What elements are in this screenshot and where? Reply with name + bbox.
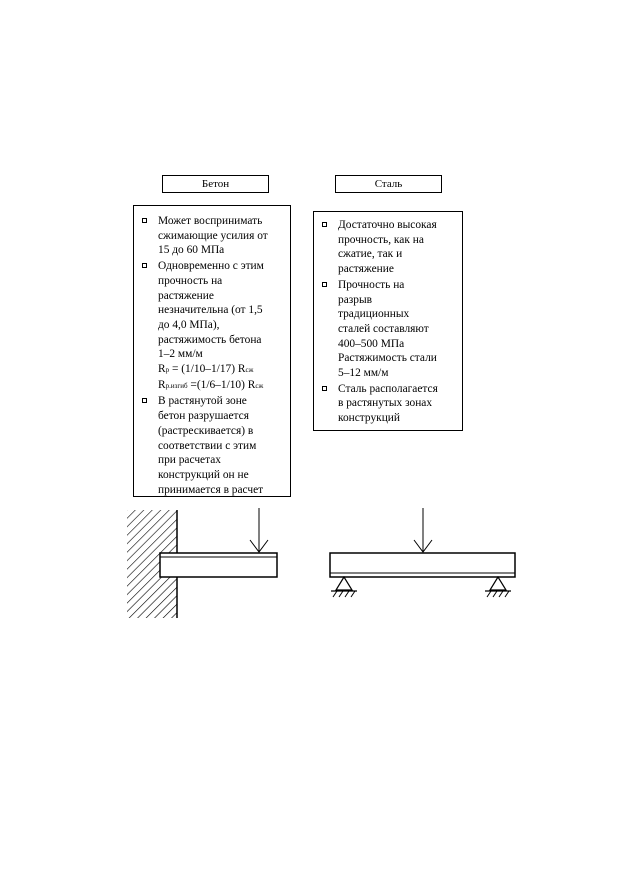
bullet-icon — [142, 218, 147, 223]
steel-item-3-line: в растянутых зонах — [338, 397, 433, 410]
concrete-item-3-line: конструкций он не — [158, 468, 249, 481]
bullet-icon — [322, 385, 327, 391]
concrete-properties-panel: Может воспринимать сжимающие усилия от 1… — [133, 205, 291, 497]
concrete-item-2: Одновременно с этим прочность на растяже… — [134, 259, 290, 393]
cantilever-beam-diagram — [127, 508, 278, 618]
steel-item-1-line: сжатие, так и — [338, 248, 403, 261]
bullet-icon — [142, 398, 147, 404]
concrete-item-2-line: 1–2 мм/м — [158, 348, 203, 361]
load-arrow-head — [413, 539, 433, 553]
concrete-item-2-line: Одновременно с этим — [158, 260, 264, 273]
steel-item-3: Сталь располагается в растянутых зонах к… — [314, 382, 462, 426]
concrete-item-2-line: растяжимость бетона — [158, 333, 262, 346]
concrete-item-3-line: В растянутой зоне — [158, 395, 247, 408]
load-arrow-head — [249, 539, 269, 553]
concrete-header: Бетон — [162, 175, 269, 193]
concrete-item-1: Может воспринимать сжимающие усилия от 1… — [134, 214, 290, 258]
steel-item-2-line: разрыв — [338, 293, 372, 306]
steel-item-1: Достаточно высокая прочность, как на сжа… — [314, 218, 462, 277]
concrete-item-2-line: незначительна (от 1,5 — [158, 304, 263, 317]
concrete-item-3-line: (растрескивается) в — [158, 424, 254, 437]
steel-item-2-line: сталей составляют — [338, 322, 429, 335]
concrete-item-1-line: сжимающие усилия от — [158, 229, 268, 242]
simple-beam-diagram — [329, 508, 516, 598]
bullet-icon — [322, 281, 327, 287]
steel-item-1-line: прочность, как на — [338, 233, 424, 246]
concrete-item-2-line: растяжение — [158, 289, 214, 302]
steel-item-2: Прочность на разрыв традиционных сталей … — [314, 278, 462, 381]
bullet-icon — [322, 222, 327, 227]
steel-properties-panel: Достаточно высокая прочность, как на сжа… — [313, 211, 463, 431]
tensile-strength-formula: Rр = (1/10–1/17) Rсж — [158, 363, 254, 376]
steel-item-2-line: Растяжимость стали — [338, 352, 437, 365]
bullet-icon — [142, 263, 147, 269]
left-support — [331, 575, 357, 598]
concrete-item-2-line: прочность на — [158, 274, 223, 287]
concrete-item-1-line: Может воспринимать — [158, 215, 263, 227]
concrete-item-3-line: бетон разрушается — [158, 410, 249, 423]
steel-item-2-line: традиционных — [338, 308, 410, 321]
steel-item-3-line: Сталь располагается — [338, 382, 438, 395]
concrete-item-3-line: при расчетах — [158, 454, 221, 467]
bending-strength-formula: Rр.изгиб =(1/6–1/10) Rсж — [158, 378, 264, 391]
concrete-item-3: В растянутой зоне бетон разрушается (рас… — [134, 394, 290, 497]
steel-item-1-line: Достаточно высокая — [338, 219, 437, 231]
steel-item-2-line: 5–12 мм/м — [338, 367, 389, 380]
concrete-item-3-line: соответствии с этим — [158, 439, 257, 452]
concrete-item-2-line: до 4,0 МПа), — [158, 318, 220, 331]
concrete-item-3-line: принимается в расчет — [158, 483, 264, 496]
steel-header: Сталь — [335, 175, 442, 193]
steel-item-3-line: конструкций — [338, 412, 400, 425]
right-support — [485, 575, 511, 598]
concrete-item-1-line: 15 до 60 МПа — [158, 244, 225, 257]
steel-item-1-line: растяжение — [338, 263, 394, 276]
steel-item-2-line: 400–500 МПа — [338, 337, 405, 350]
steel-item-2-line: Прочность на — [338, 278, 405, 291]
